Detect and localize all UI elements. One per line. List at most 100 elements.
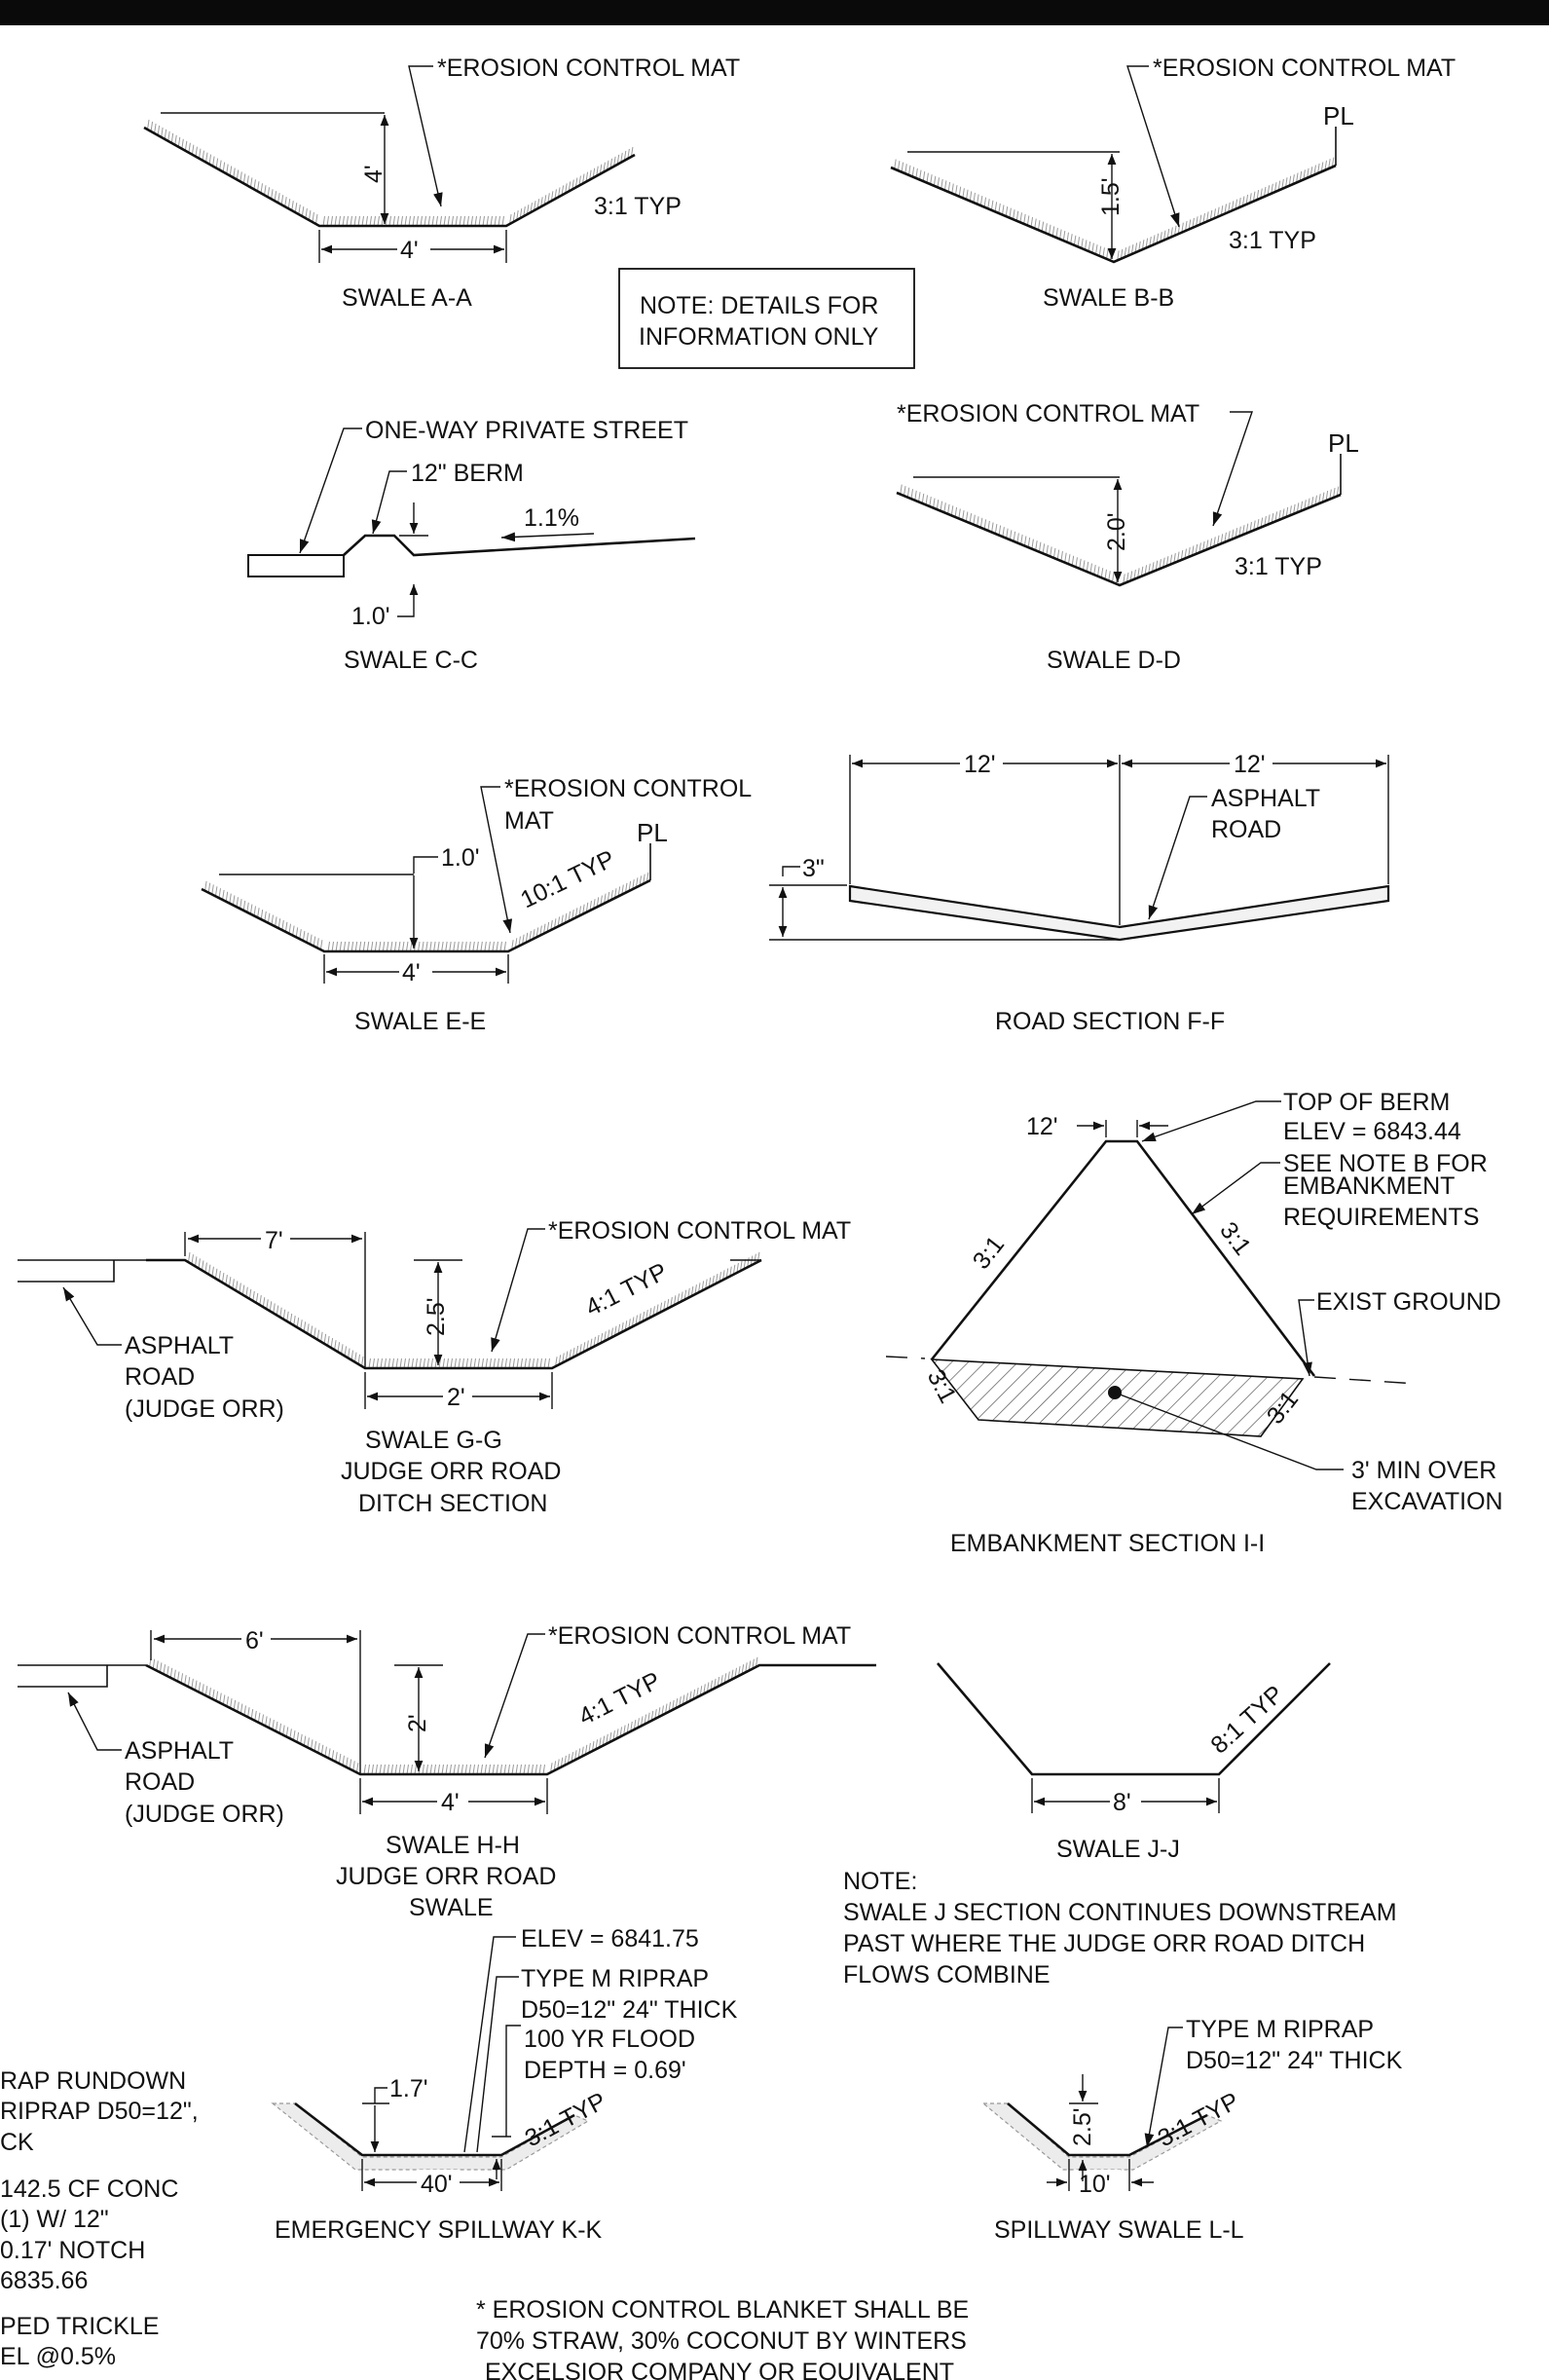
swale-gg-title-line2: JUDGE ORR ROAD — [341, 1458, 561, 1485]
spillway-kk-profile — [294, 2101, 575, 2157]
swale-hh-road-leader — [67, 1692, 122, 1751]
swale-cc-height: 1.0' — [351, 603, 390, 630]
spillway-ll-bottom-label: 10' — [1079, 2171, 1111, 2198]
swale-gg-road-line2: ROAD — [125, 1363, 195, 1391]
spillway-kk-riprap-line1: TYPE M RIPRAP — [521, 1965, 709, 1992]
swale-hh-title-line3: SWALE — [409, 1894, 494, 1921]
swale-aa-slope: 3:1 TYP — [594, 193, 682, 220]
erosion-mat-hatch — [149, 1656, 758, 1775]
spillway-ll-slope: 3:1 TYP — [1154, 2087, 1244, 2152]
road-ff-callout-line2: ROAD — [1211, 816, 1281, 843]
swale-dd-callout-leader — [1212, 411, 1253, 527]
swale-ee-profile — [201, 878, 651, 953]
swale-ee-title: SWALE E-E — [354, 1008, 486, 1035]
footer-line3: EXCELSIOR COMPANY OR EQUIVALENT — [485, 2359, 954, 2380]
swale-hh-road-line2: ROAD — [125, 1768, 195, 1796]
erosion-mat-hatch — [900, 484, 1340, 584]
embankment-ii-excav-leader — [1114, 1392, 1344, 1470]
road-ff-callout-line1: ASPHALT — [1211, 785, 1320, 812]
spillway-ll-title: SPILLWAY SWALE L-L — [994, 2216, 1244, 2244]
left-notes-line7: 6835.66 — [0, 2267, 88, 2294]
road-ff-pavement — [848, 884, 1390, 942]
embankment-ii-title: EMBANKMENT SECTION I-I — [950, 1530, 1265, 1557]
spillway-ll-riprap-line1: TYPE M RIPRAP — [1186, 2016, 1374, 2043]
swale-gg-bottom-label: 2' — [447, 1384, 465, 1411]
swale-aa-bottom-label: 4' — [400, 237, 419, 264]
embankment-ii-ground-line — [885, 1356, 926, 1359]
swale-gg-road-slab — [18, 1260, 115, 1283]
embankment-ii-excav-line2: EXCAVATION — [1351, 1488, 1503, 1515]
swale-gg-road-line1: ASPHALT — [125, 1332, 234, 1359]
embankment-ii-top-line1: TOP OF BERM — [1283, 1089, 1450, 1116]
swale-ee-callout-leader — [480, 786, 513, 934]
left-notes-line5: (1) W/ 12" — [0, 2206, 109, 2233]
road-ff-callout-leader — [1148, 796, 1207, 920]
road-ff-right-width: 12' — [1234, 751, 1266, 778]
spillway-kk-slope: 3:1 TYP — [521, 2087, 611, 2152]
left-notes-line3: CK — [0, 2129, 34, 2156]
swale-dd-pl: PL — [1328, 428, 1359, 458]
embankment-ii-berm — [930, 1139, 1316, 1377]
swale-bb-callout-leader — [1126, 65, 1180, 228]
swale-aa-callout-leader — [408, 65, 443, 207]
swale-gg-offset: 7' — [265, 1227, 283, 1254]
spillway-kk-depth: 1.7' — [389, 2075, 428, 2102]
spillway-kk-flood-line2: DEPTH = 0.69' — [524, 2057, 686, 2084]
swale-aa-depth-label: 4' — [360, 165, 387, 183]
swale-cc-grade-arrow — [500, 532, 595, 542]
embankment-ii-note-leader — [1191, 1162, 1280, 1215]
swale-jj-title: SWALE J-J — [1056, 1836, 1180, 1863]
note-box-line2: INFORMATION ONLY — [639, 323, 879, 351]
swale-dd-title: SWALE D-D — [1047, 647, 1181, 674]
swale-jj-detail: 8' 8:1 TYP SWALE J-J NOTE: SWALE J SECTI… — [843, 1662, 1397, 1989]
embankment-ii-detail: 12' TOP OF BERM ELEV = 6843.44 SEE NOTE … — [885, 1089, 1503, 1557]
swale-cc-street-slab — [247, 554, 345, 577]
swale-cc-title: SWALE C-C — [344, 647, 478, 674]
swale-jj-note-line1: SWALE J SECTION CONTINUES DOWNSTREAM — [843, 1899, 1397, 1926]
swale-gg-profile — [146, 1258, 762, 1370]
swale-hh-bottom-label: 4' — [441, 1789, 460, 1816]
swale-hh-detail: 6' 2' 4' *EROSION CONTROL MAT 4:1 TYP AS… — [18, 1622, 876, 1921]
spillway-ll-riprap-line2: D50=12" 24" THICK — [1186, 2047, 1403, 2074]
swale-aa-title: SWALE A-A — [342, 284, 472, 312]
erosion-mat-hatch — [147, 119, 634, 227]
spillway-kk-bottom-label: 40' — [421, 2171, 453, 2198]
swale-aa-profile — [143, 126, 636, 228]
spillway-ll-detail: 10' 2.5' TYPE M RIPRAP D50=12" 24" THICK… — [981, 2016, 1403, 2244]
swale-hh-road-line3: (JUDGE ORR) — [125, 1801, 284, 1828]
swale-cc-detail: ONE-WAY PRIVATE STREET 12" BERM 1.1% 1.0… — [247, 417, 696, 674]
embankment-ii-top-width: 12' — [1026, 1113, 1058, 1140]
swale-dd-depth-label: 2.0' — [1103, 512, 1130, 551]
swale-cc-callout-berm: 12" BERM — [411, 460, 524, 487]
swale-aa-grass-hatch — [144, 128, 635, 226]
swale-hh-road-slab — [18, 1665, 108, 1688]
note-box: NOTE: DETAILS FOR INFORMATION ONLY — [618, 268, 915, 369]
road-ff-detail: 12' 12' ASPHALT ROAD 3" ROAD SECTION F-F — [769, 751, 1390, 1035]
embankment-ii-excav-line1: 3' MIN OVER — [1351, 1457, 1496, 1484]
swale-hh-title-line1: SWALE H-H — [386, 1832, 520, 1859]
footer-line2: 70% STRAW, 30% COCONUT BY WINTERS — [476, 2327, 967, 2355]
embankment-ii-ground-leader — [1298, 1299, 1314, 1377]
embankment-ii-note-line3: REQUIREMENTS — [1283, 1204, 1479, 1231]
left-notes-line9: EL @0.5% — [0, 2343, 116, 2370]
swale-hh-profile — [145, 1663, 876, 1776]
header-bar — [0, 0, 1549, 25]
erosion-mat-hatch — [187, 1251, 760, 1369]
swale-jj-profile — [937, 1662, 1331, 1776]
swale-jj-note-line3: FLOWS COMBINE — [843, 1961, 1051, 1989]
swale-hh-callout-leader — [484, 1633, 545, 1759]
swale-gg-depth-label: 2.5' — [423, 1297, 450, 1336]
note-box-line1: NOTE: DETAILS FOR — [640, 292, 878, 319]
swale-bb-pl: PL — [1323, 101, 1354, 130]
embankment-ii-note-line1: SEE NOTE B FOR — [1283, 1150, 1488, 1177]
swale-dd-profile — [896, 491, 1342, 587]
swale-cc-grade: 1.1% — [524, 504, 579, 532]
road-ff-title: ROAD SECTION F-F — [995, 1008, 1225, 1035]
swale-cc-berm — [343, 534, 696, 557]
swale-hh-title-line2: JUDGE ORR ROAD — [336, 1863, 556, 1890]
swale-ee-depth-label: 1.0' — [441, 844, 480, 872]
spillway-kk-elev-leader — [463, 1936, 516, 2153]
swale-hh-offset: 6' — [245, 1627, 264, 1655]
spillway-kk-flood-line1: 100 YR FLOOD — [524, 2026, 695, 2053]
